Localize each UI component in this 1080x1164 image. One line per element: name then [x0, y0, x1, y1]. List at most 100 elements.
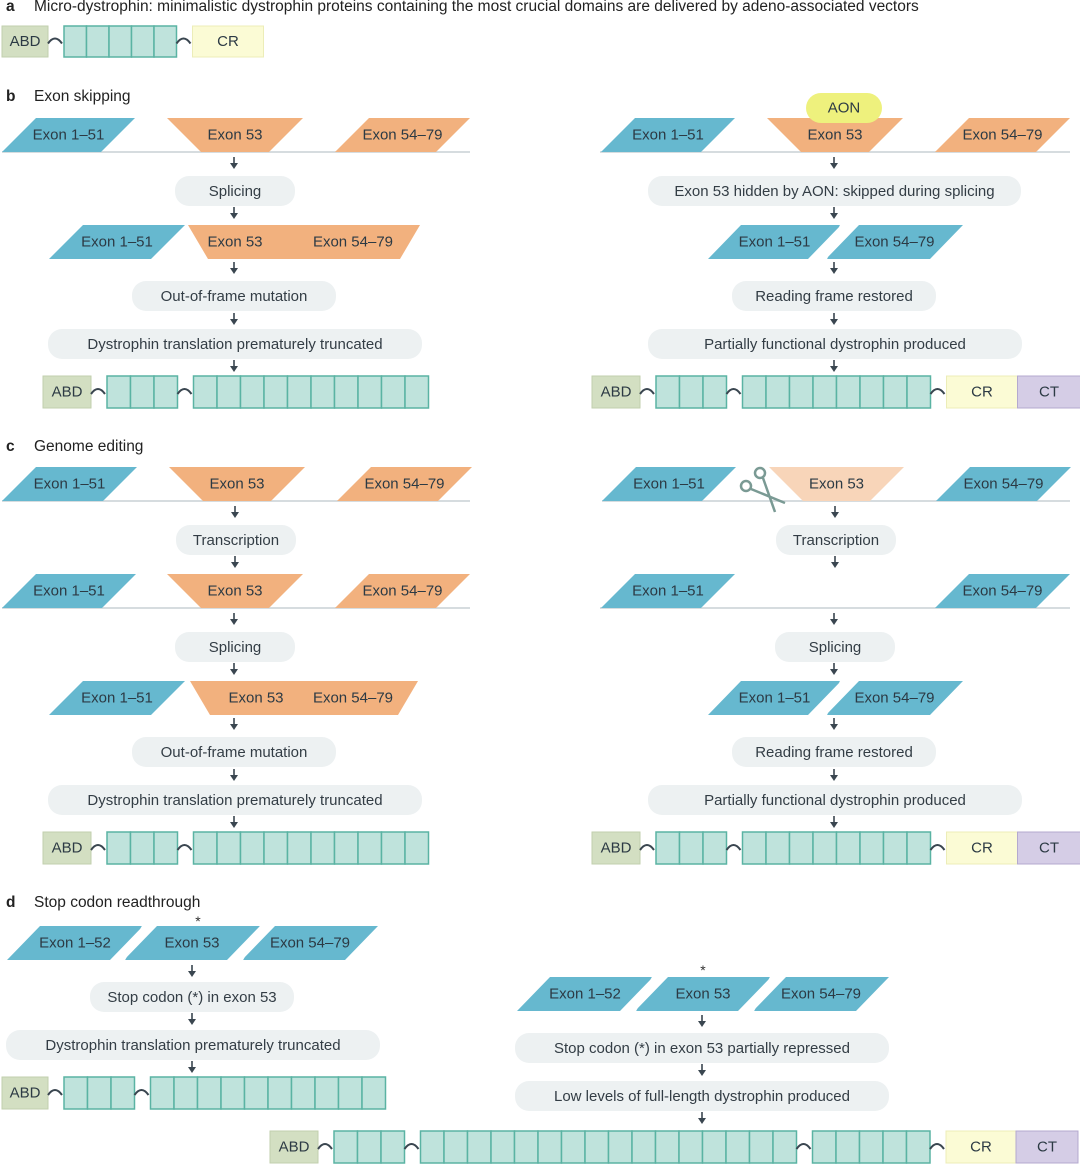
exon-53-label: Exon 53	[207, 234, 262, 251]
cr-domain	[946, 375, 1018, 409]
spectrin-repeat	[380, 375, 406, 409]
spectrin-repeat	[835, 1130, 861, 1164]
spectrin-repeat	[631, 1130, 657, 1164]
linker-hinge	[90, 388, 106, 395]
spectrin-repeat	[106, 831, 132, 865]
exon-junction	[825, 224, 842, 260]
panel-b-letter: b	[6, 88, 16, 105]
step-transcription: Transcription	[776, 525, 896, 555]
step-stop-codon: Stop codon (*) in exon 53	[90, 982, 294, 1012]
exon-1-52: Exon 1–52	[517, 977, 653, 1011]
spectrin-repeat	[702, 831, 728, 865]
spectrin-repeat	[173, 1076, 199, 1110]
exon-53: Exon 53	[769, 467, 904, 501]
abd-label: ABD	[279, 1139, 310, 1156]
ct-domain	[1015, 1130, 1079, 1164]
arrow-down-icon	[230, 262, 238, 274]
abd-label: ABD	[52, 384, 83, 401]
spectrin-repeat	[882, 1130, 908, 1164]
panel-c-letter: c	[6, 438, 15, 455]
spectrin-repeat	[63, 1076, 89, 1110]
exon-1-51-label: Exon 1–51	[633, 476, 705, 493]
spectrin-repeat	[404, 831, 430, 865]
spectrin-repeat	[882, 375, 908, 409]
linker-hinge	[725, 844, 742, 851]
spectrin-repeat	[196, 1076, 222, 1110]
exon-1-51: Exon 1–51	[49, 681, 185, 715]
arrow-down-icon	[831, 506, 839, 518]
spectrin-repeat	[905, 1130, 931, 1164]
exon-53-label: Exon 53	[207, 127, 262, 144]
arrow-down-icon	[231, 506, 239, 518]
spectrin-repeat	[357, 831, 383, 865]
spectrin-repeat	[811, 1130, 837, 1164]
arrow-down-icon	[230, 816, 238, 828]
spectrin-repeat	[153, 375, 179, 409]
spectrin-repeat	[192, 375, 218, 409]
arrow-down-icon	[188, 1013, 196, 1025]
arrow-down-icon	[830, 769, 838, 781]
arrow-down-icon	[830, 207, 838, 219]
linker-hinge	[317, 1143, 333, 1150]
arrow-down-icon	[230, 157, 238, 169]
exon-54-79-label: Exon 54–79	[962, 583, 1042, 600]
spectrin-repeat	[333, 375, 359, 409]
step-out-of-frame: Out-of-frame mutation	[132, 281, 336, 311]
spectrin-repeat	[110, 1076, 136, 1110]
exon-53-shape	[169, 467, 305, 501]
spectrin-repeat	[286, 375, 312, 409]
arrow-down-icon	[230, 769, 238, 781]
exon-1-51-shape	[2, 574, 136, 608]
spectrin-repeat	[772, 1130, 798, 1164]
exon-1-51: Exon 1–51	[708, 681, 841, 715]
spectrin-repeat	[357, 375, 383, 409]
step-splicing: Splicing	[175, 176, 295, 206]
ct-label: CT	[1037, 1139, 1057, 1156]
abd-domain	[591, 375, 641, 409]
spectrin-repeat	[741, 375, 767, 409]
exon-1-51-shape	[2, 467, 137, 501]
linker-hinge	[176, 388, 193, 395]
step-splicing: Splicing	[175, 632, 295, 662]
spectrin-repeat	[678, 831, 704, 865]
linker-hinge	[47, 1089, 63, 1096]
arrow-down-icon	[830, 613, 838, 625]
exon-54-79: Exon 54–79	[826, 681, 963, 715]
exon-54-79-label: Exon 54–79	[313, 690, 393, 707]
spectrin-repeat	[216, 831, 242, 865]
spectrin-repeat	[701, 1130, 727, 1164]
exon-54-79: Exon 54–79	[753, 977, 889, 1011]
exon-53: Exon 53	[167, 118, 303, 152]
scissors-icon	[739, 466, 786, 513]
spectrin-repeat	[859, 831, 885, 865]
linker-hinge	[176, 844, 193, 851]
abd-domain	[1, 25, 49, 58]
ct-domain	[1017, 375, 1080, 409]
linker-hinge	[929, 844, 946, 851]
abd-label: ABD	[10, 33, 41, 50]
arrow-down-icon	[230, 663, 238, 675]
exon-54-79-shape	[826, 225, 963, 259]
step-partially-functional: Partially functional dystrophin produced	[648, 329, 1022, 359]
exon-53-label: Exon 53	[807, 127, 862, 144]
linker-hinge	[403, 1143, 420, 1150]
exon-53-label: Exon 53	[207, 583, 262, 600]
abd-label: ABD	[601, 384, 632, 401]
arrow-down-icon	[231, 556, 239, 568]
spectrin-repeat	[153, 25, 178, 58]
exon-54-79: Exon 54–79	[935, 574, 1070, 608]
panel-a-title: Micro-dystrophin: minimalistic dystrophi…	[34, 0, 919, 15]
exon-1-52: Exon 1–52	[7, 926, 143, 960]
panel-c-title: Genome editing	[34, 438, 144, 455]
exon-1-51: Exon 1–51	[2, 574, 136, 608]
arrow-down-icon	[830, 262, 838, 274]
spectrin-repeat	[310, 831, 336, 865]
exon-1-51-label: Exon 1–51	[81, 690, 153, 707]
step-exon53-hidden: Exon 53 hidden by AON: skipped during sp…	[648, 176, 1021, 206]
exon-54-79-label: Exon 54–79	[854, 234, 934, 251]
exon-54-79: Exon 54–79	[335, 118, 470, 152]
